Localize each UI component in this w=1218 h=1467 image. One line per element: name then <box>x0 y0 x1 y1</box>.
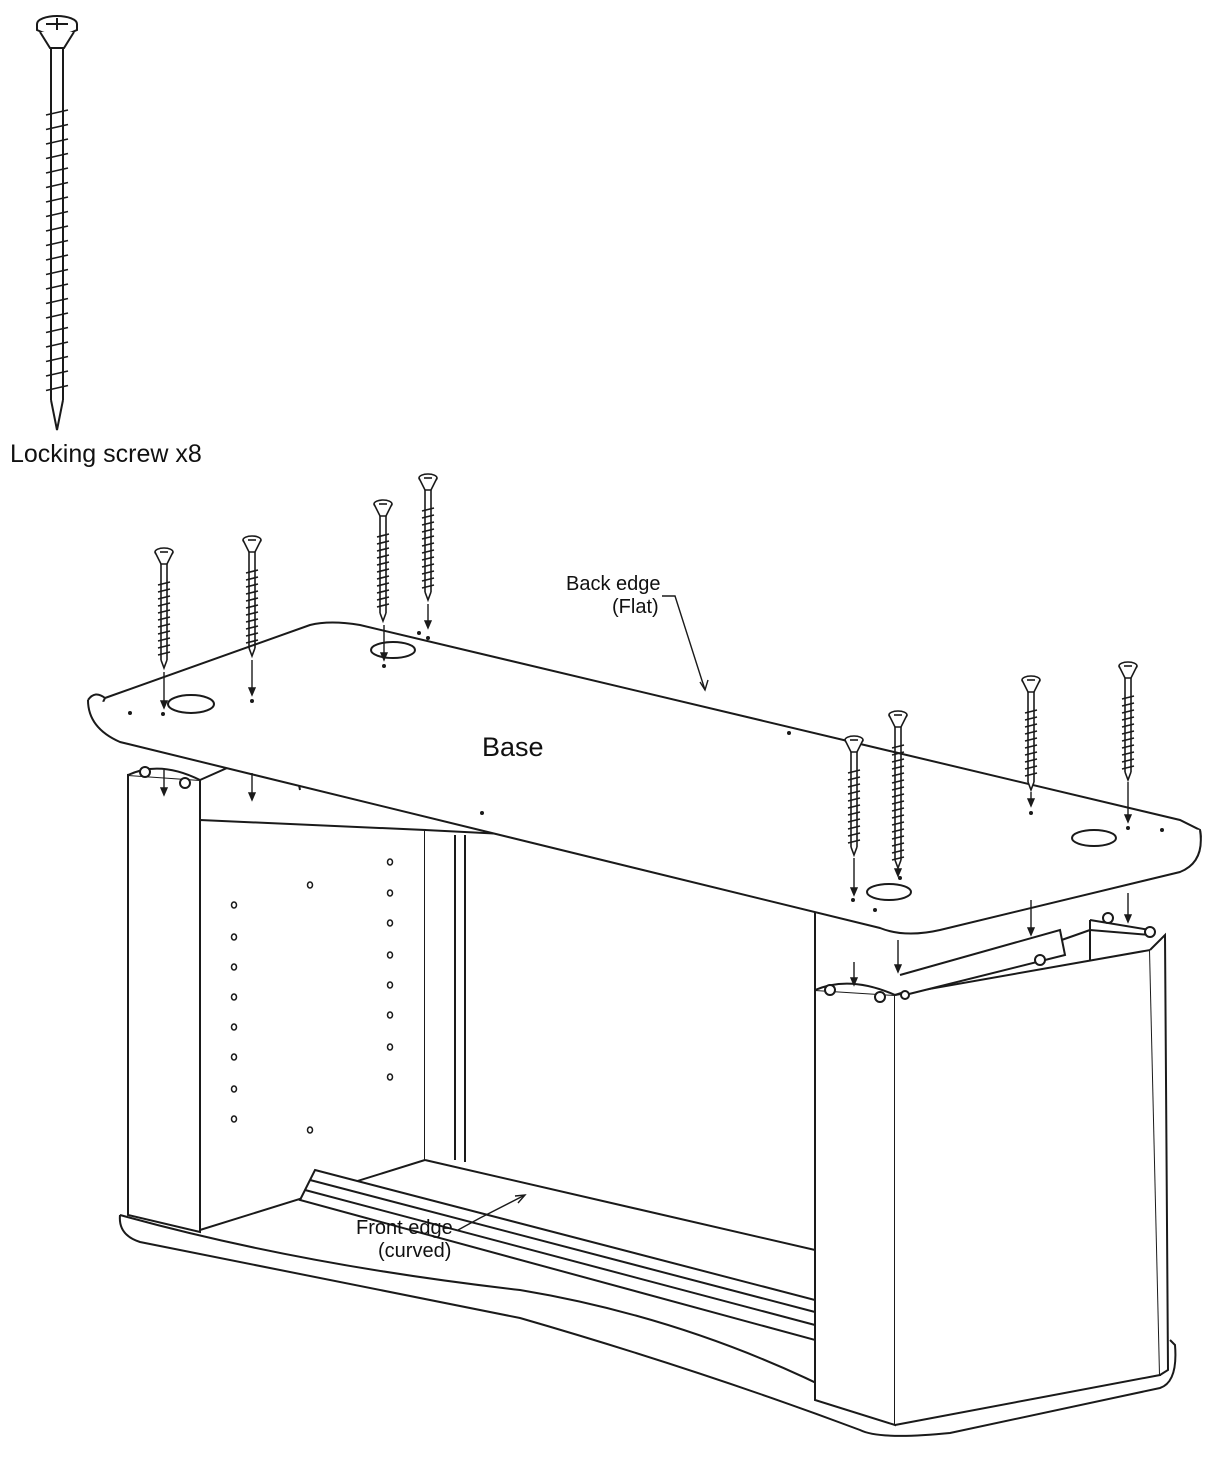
locking-screw <box>1118 661 1138 783</box>
screw-icon <box>36 15 78 431</box>
leader-lines <box>457 595 709 1231</box>
base-panel <box>87 621 1202 935</box>
down-arrow-icon <box>849 858 859 897</box>
locking-screw <box>373 499 393 624</box>
front-edge-line1: Front edge <box>356 1217 453 1239</box>
locking-screw <box>242 535 262 659</box>
back-edge-line2: (Flat) <box>612 596 659 618</box>
down-arrow-icon <box>849 962 859 987</box>
down-arrow-icon <box>1123 893 1133 924</box>
down-arrow-icon <box>893 940 903 974</box>
locking-screw <box>154 547 174 671</box>
down-arrow-icon <box>247 660 257 697</box>
down-arrow-icon <box>423 604 433 630</box>
locking-screw <box>1021 675 1041 793</box>
down-arrow-icon <box>159 770 169 797</box>
down-arrow-icon <box>1026 792 1036 808</box>
alignment-arrows <box>159 604 1133 987</box>
front-edge-label: Front edge (curved) <box>356 1217 453 1263</box>
base-label: Base <box>482 732 544 762</box>
locking-screw <box>418 473 438 603</box>
locking-screws <box>154 473 1138 871</box>
down-arrow-icon <box>379 625 389 662</box>
cabinet-body <box>118 738 1177 1437</box>
down-arrow-icon <box>1123 782 1133 824</box>
screw-caption: Locking screw x8 <box>10 440 202 468</box>
front-edge-line2: (curved) <box>378 1240 452 1262</box>
down-arrow-icon <box>247 773 257 802</box>
locking-screw <box>844 735 864 858</box>
back-edge-label: Back edge (Flat) <box>566 573 661 619</box>
down-arrow-icon <box>1026 900 1036 937</box>
down-arrow-icon <box>893 868 903 878</box>
back-edge-line1: Back edge <box>566 573 661 595</box>
locking-screw <box>888 710 908 871</box>
down-arrow-icon <box>159 672 169 710</box>
